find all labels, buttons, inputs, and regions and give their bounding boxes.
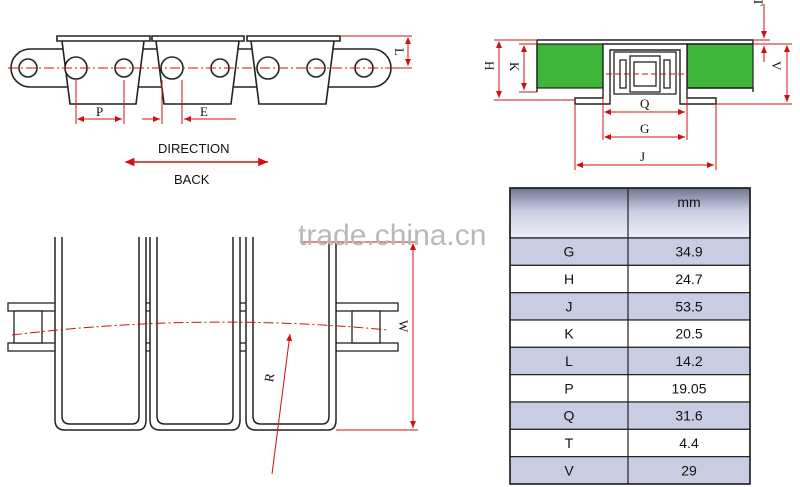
dimension-w: W (300, 241, 418, 431)
label-j: J (640, 149, 645, 164)
table-row: Q 31.6 (509, 401, 751, 430)
label-g: G (640, 121, 649, 136)
flat-top-plate-3 (245, 237, 337, 431)
direction-label: DIRECTION (158, 141, 230, 156)
dimension-l: L (340, 35, 412, 69)
flat-top-plate-1 (54, 237, 147, 431)
table-row: P 19.05 (509, 374, 751, 403)
label-h: H (482, 61, 497, 70)
section-view: H K V T Q (482, 0, 792, 170)
dimension-table: mm G 34.9H 24.7J 53.5K 20.5L 14.2P 19.05Q 31.6T… (509, 187, 751, 485)
flat-top-plate-2 (149, 237, 241, 431)
unit-header: mm (677, 194, 700, 210)
label-p: P (96, 104, 103, 119)
table-row-bg (509, 374, 751, 403)
table-row-bg (509, 428, 751, 458)
table-row: H 24.7 (509, 264, 751, 294)
table-row-bg (509, 401, 751, 430)
dimension-p: P (75, 80, 125, 124)
top-plate-3 (246, 35, 341, 105)
dimension-code: L (565, 353, 573, 369)
dimension-value: 4.4 (679, 435, 699, 451)
dimension-t: T (751, 0, 770, 62)
dimension-h: H (482, 39, 575, 101)
label-v: V (769, 61, 784, 71)
back-label: BACK (174, 172, 210, 187)
label-w: W (396, 320, 411, 333)
label-e: E (200, 104, 208, 119)
dimension-q: Q (602, 96, 688, 140)
side-view: P E L DIRECTION BACK (8, 35, 412, 187)
dimension-value: 29 (681, 462, 697, 478)
chain-link-band (10, 48, 392, 88)
table-row-bg (509, 264, 751, 294)
radius-center-line (11, 321, 389, 336)
table-row-bg (509, 292, 751, 321)
table-row: L 14.2 (509, 346, 751, 376)
table-row: V 29 (509, 456, 751, 485)
top-plate-2 (151, 35, 245, 105)
dimension-value: 53.5 (675, 298, 702, 314)
label-r: R (261, 372, 277, 383)
label-l: L (392, 48, 407, 56)
dimension-code: G (564, 244, 575, 260)
label-t: T (751, 0, 766, 6)
top-plate-left (536, 43, 604, 89)
table-row-bg (509, 456, 751, 485)
table-row: G 34.9 (509, 237, 751, 266)
dimension-code: T (565, 435, 574, 451)
label-k: K (507, 62, 522, 72)
chain-pin (613, 51, 677, 95)
table-row-bg (509, 346, 751, 376)
watermark-text: trade.china.cn (298, 219, 486, 252)
dimension-e: E (142, 80, 236, 124)
end-roller-left (13, 310, 43, 344)
table-header (509, 187, 751, 239)
dimension-code: H (564, 271, 574, 287)
dimension-v: V (716, 43, 792, 105)
dimension-value: 19.05 (671, 380, 706, 396)
top-plate-right (686, 43, 754, 89)
dimension-code: J (566, 298, 573, 314)
table-row: T 4.4 (509, 428, 751, 458)
dimension-code: K (564, 326, 574, 342)
dimension-r: R (261, 333, 293, 475)
dimension-value: 24.7 (675, 271, 702, 287)
dimension-value: 20.5 (675, 326, 702, 342)
dimension-value: 34.9 (675, 244, 702, 260)
direction-indicator: DIRECTION BACK (124, 141, 268, 187)
dimension-code: Q (564, 408, 575, 424)
table-rows: G 34.9H 24.7J 53.5K 20.5L 14.2P 19.05Q 31.6T 4.4… (509, 237, 751, 485)
table-row: J 53.5 (509, 292, 751, 321)
label-q: Q (640, 96, 650, 111)
table-row-bg (509, 319, 751, 348)
table-row-bg (509, 237, 751, 266)
top-view: W R (7, 237, 418, 475)
dimension-value: 31.6 (675, 408, 702, 424)
dimension-k: K (507, 43, 537, 93)
dimension-j: J (574, 104, 717, 170)
dimension-code: P (564, 380, 573, 396)
table-row: K 20.5 (509, 319, 751, 348)
dimension-g: G (604, 121, 685, 140)
dimension-code: V (564, 462, 574, 478)
dimension-value: 14.2 (675, 353, 702, 369)
